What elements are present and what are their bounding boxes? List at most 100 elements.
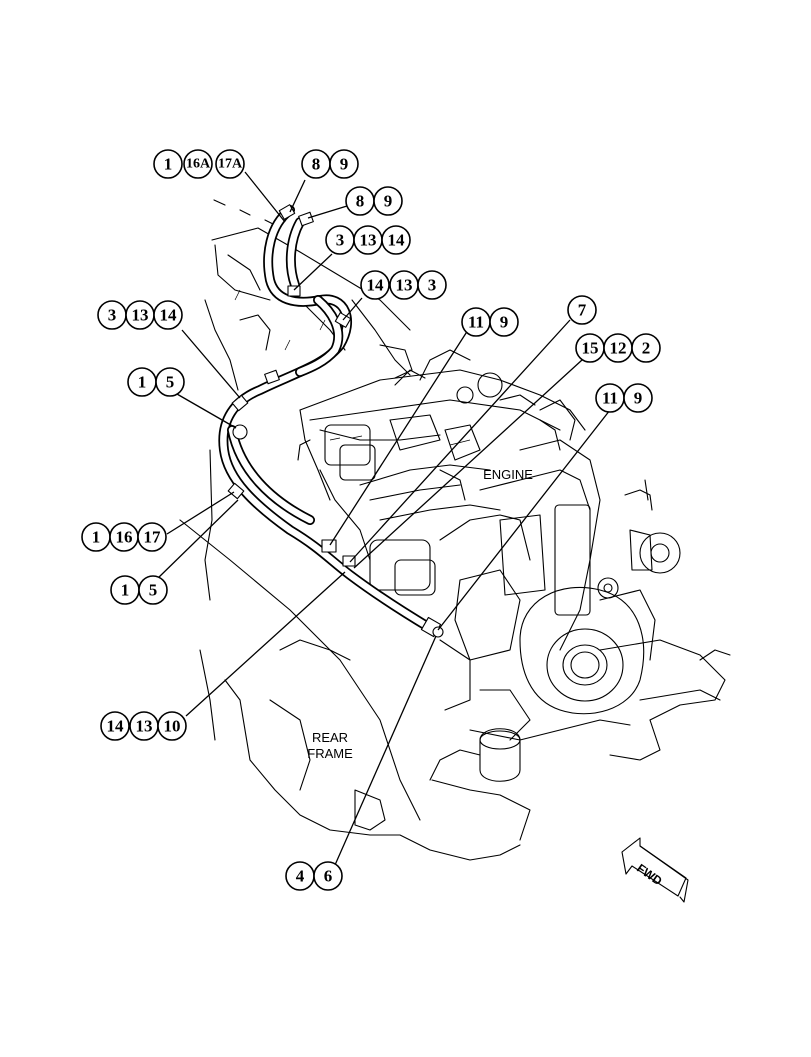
svg-text:16: 16 xyxy=(116,528,133,547)
svg-text:14: 14 xyxy=(160,306,178,325)
callout-number: 13 xyxy=(125,300,155,330)
flywheel-housing xyxy=(519,479,681,715)
callout-number: 17 xyxy=(137,522,167,552)
callout-number: 10 xyxy=(157,711,187,741)
callout-number: 13 xyxy=(129,711,159,741)
callout-number: 14 xyxy=(100,711,130,741)
callout-number: 5 xyxy=(138,575,168,605)
svg-text:14: 14 xyxy=(107,717,125,736)
rear-frame xyxy=(179,199,531,861)
svg-text:9: 9 xyxy=(340,155,349,174)
callout-number: 9 xyxy=(489,307,519,337)
svg-text:8: 8 xyxy=(312,155,321,174)
callout-number: 3 xyxy=(97,300,127,330)
callout-number: 2 xyxy=(631,333,661,363)
svg-text:17A: 17A xyxy=(218,157,243,172)
callout-number: 1 xyxy=(153,149,183,179)
leader-lines xyxy=(155,171,611,866)
callout-3-13-14-top: 3 13 14 xyxy=(325,225,411,255)
callout-number: 13 xyxy=(353,225,383,255)
machine-artwork: ENGINE REAR FRAME FWD xyxy=(179,199,731,903)
svg-text:13: 13 xyxy=(360,231,377,250)
callout-8-9-top: 8 9 xyxy=(301,149,359,179)
callout-number: 3 xyxy=(325,225,355,255)
svg-text:16A: 16A xyxy=(186,157,211,172)
svg-text:1: 1 xyxy=(138,373,147,392)
callout-number: 6 xyxy=(313,861,343,891)
callout-number: 9 xyxy=(329,149,359,179)
svg-text:8: 8 xyxy=(356,192,365,211)
callout-number: 16 xyxy=(109,522,139,552)
callout-number: 11 xyxy=(595,383,625,413)
svg-text:13: 13 xyxy=(132,306,149,325)
callout-14-13-10: 14 13 10 xyxy=(100,711,187,741)
callout-1-16-17: 1 16 17 xyxy=(81,522,167,552)
svg-text:17: 17 xyxy=(144,528,162,547)
svg-text:3: 3 xyxy=(336,231,345,250)
callout-number: 7 xyxy=(567,295,597,325)
svg-text:14: 14 xyxy=(367,276,385,295)
svg-text:13: 13 xyxy=(136,717,153,736)
callout-number: 11 xyxy=(461,307,491,337)
callouts: 1 16A 17A 8 9 8 9 3 13 14 14 13 3 3 13 xyxy=(81,149,661,891)
callout-number: 17A xyxy=(215,149,245,179)
hose-assembly xyxy=(218,204,444,638)
callout-number: 14 xyxy=(360,270,390,300)
svg-text:1: 1 xyxy=(92,528,101,547)
svg-text:11: 11 xyxy=(468,313,484,332)
svg-text:5: 5 xyxy=(149,581,158,600)
callout-11-9-upper: 11 9 xyxy=(461,307,519,337)
svg-text:14: 14 xyxy=(388,231,406,250)
svg-text:9: 9 xyxy=(634,389,643,408)
callout-number: 8 xyxy=(345,186,375,216)
callout-8-9-second: 8 9 xyxy=(345,186,403,216)
callout-number: 16A xyxy=(183,149,213,179)
svg-text:11: 11 xyxy=(602,389,618,408)
svg-text:4: 4 xyxy=(296,867,305,886)
callout-number: 13 xyxy=(389,270,419,300)
callout-1-5-upper: 1 5 xyxy=(127,367,185,397)
callout-1-16a-17a: 1 16A 17A xyxy=(153,149,245,179)
callout-number: 14 xyxy=(381,225,411,255)
frame-mount xyxy=(429,639,731,782)
callout-number: 5 xyxy=(155,367,185,397)
callout-number: 8 xyxy=(301,149,331,179)
callout-1-5-lower: 1 5 xyxy=(110,575,168,605)
svg-text:10: 10 xyxy=(164,717,181,736)
svg-text:13: 13 xyxy=(396,276,413,295)
svg-text:3: 3 xyxy=(108,306,117,325)
svg-text:12: 12 xyxy=(610,339,627,358)
fwd-arrow-icon: FWD xyxy=(621,837,689,903)
svg-text:1: 1 xyxy=(164,155,173,174)
rear-frame-label-line2: FRAME xyxy=(307,746,353,761)
svg-text:1: 1 xyxy=(121,581,130,600)
svg-text:9: 9 xyxy=(500,313,509,332)
callout-number: 12 xyxy=(603,333,633,363)
svg-text:9: 9 xyxy=(384,192,393,211)
svg-text:5: 5 xyxy=(166,373,175,392)
callout-number: 3 xyxy=(417,270,447,300)
rear-frame-label-line1: REAR xyxy=(312,730,348,745)
callout-11-9-right: 11 9 xyxy=(595,383,653,413)
svg-text:3: 3 xyxy=(428,276,437,295)
callout-15-12-2: 15 12 2 xyxy=(575,333,661,363)
svg-text:15: 15 xyxy=(582,339,599,358)
callout-number: 14 xyxy=(153,300,183,330)
callout-number: 1 xyxy=(81,522,111,552)
callout-number: 9 xyxy=(623,383,653,413)
engine-label: ENGINE xyxy=(483,467,533,482)
callout-number: 4 xyxy=(285,861,315,891)
callout-4-6: 4 6 xyxy=(285,861,343,891)
svg-text:6: 6 xyxy=(324,867,333,886)
callout-number: 1 xyxy=(110,575,140,605)
callout-number: 15 xyxy=(575,333,605,363)
svg-text:7: 7 xyxy=(578,301,587,320)
engine-block xyxy=(297,349,601,741)
callout-14-13-3: 14 13 3 xyxy=(360,270,447,300)
callout-7: 7 xyxy=(567,295,597,325)
callout-number: 9 xyxy=(373,186,403,216)
callout-number: 1 xyxy=(127,367,157,397)
callout-3-13-14-left: 3 13 14 xyxy=(97,300,183,330)
svg-text:2: 2 xyxy=(642,339,651,358)
